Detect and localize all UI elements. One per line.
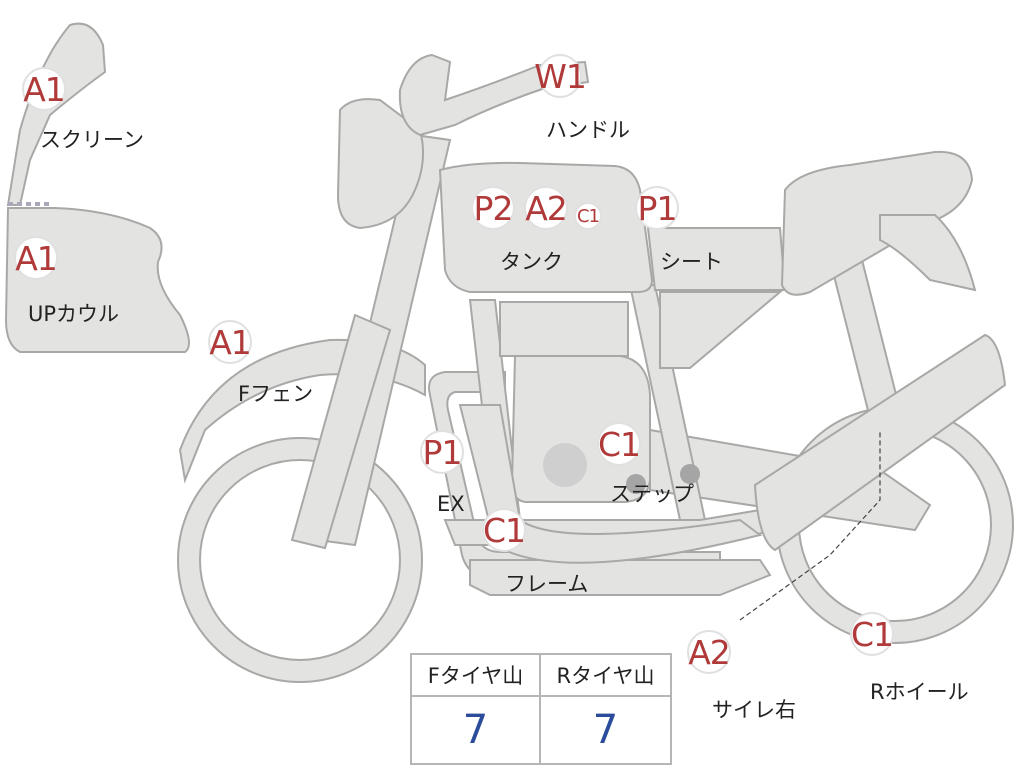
step-label: ステップ [610, 482, 694, 506]
step-peg-1 [626, 474, 646, 494]
frame-bottom-rail [469, 559, 772, 596]
step-grade-badge: C1 [597, 422, 641, 466]
rear-tire-value: 7 [592, 707, 619, 753]
tank-grade-badge-1: P2 [471, 186, 515, 230]
fork-leg [290, 313, 392, 550]
ffender-label: Fフェン [238, 382, 314, 406]
front-tire-header: Fタイヤ山 [412, 655, 541, 697]
screen-grade-badge: A1 [22, 67, 66, 111]
upper-cowl-part [4, 207, 190, 353]
upcowl-grade-badge: A1 [14, 236, 58, 280]
ffender-grade-badge: A1 [208, 320, 252, 364]
silencer-grade-badge: A2 [687, 630, 731, 674]
frame-label: フレーム [505, 572, 589, 596]
handle-label: ハンドル [546, 118, 630, 142]
silencer-leader-line [739, 430, 881, 621]
exhaust-label: EX [437, 492, 465, 516]
rwheel-label: Rホイール [870, 680, 969, 704]
rear-cowl [879, 214, 977, 292]
seat-tail [780, 150, 974, 296]
silencer-label: サイレ右 [712, 698, 796, 722]
screen-part [6, 22, 107, 206]
seat-label: シート [660, 250, 723, 274]
engine-cylinder [499, 301, 629, 357]
rear-tire-header: Rタイヤ山 [541, 655, 670, 697]
exhaust-pipe [458, 404, 763, 564]
side-cover [659, 291, 783, 369]
handle-grade-badge: W1 [534, 54, 587, 98]
upcowl-label: UPカウル [28, 302, 120, 326]
engine-cover [543, 443, 587, 487]
seat-grade-badge: P1 [635, 186, 679, 230]
tank-grade-badge-2: A2 [524, 186, 568, 230]
tire-tread-table: Fタイヤ山 Rタイヤ山 7 7 [410, 653, 672, 765]
front-tire-value: 7 [412, 697, 541, 763]
exhaust-grade-badge: P1 [420, 430, 464, 474]
headlight [336, 98, 425, 230]
tank-label: タンク [500, 250, 563, 274]
rwheel-grade-badge: C1 [850, 612, 894, 656]
tank-grade-badge-3: C1 [574, 202, 602, 230]
frame-grade-badge: C1 [482, 508, 526, 552]
front-wheel-inner [199, 459, 401, 661]
step-peg-2 [680, 464, 700, 484]
screen-label: スクリーン [40, 128, 144, 152]
